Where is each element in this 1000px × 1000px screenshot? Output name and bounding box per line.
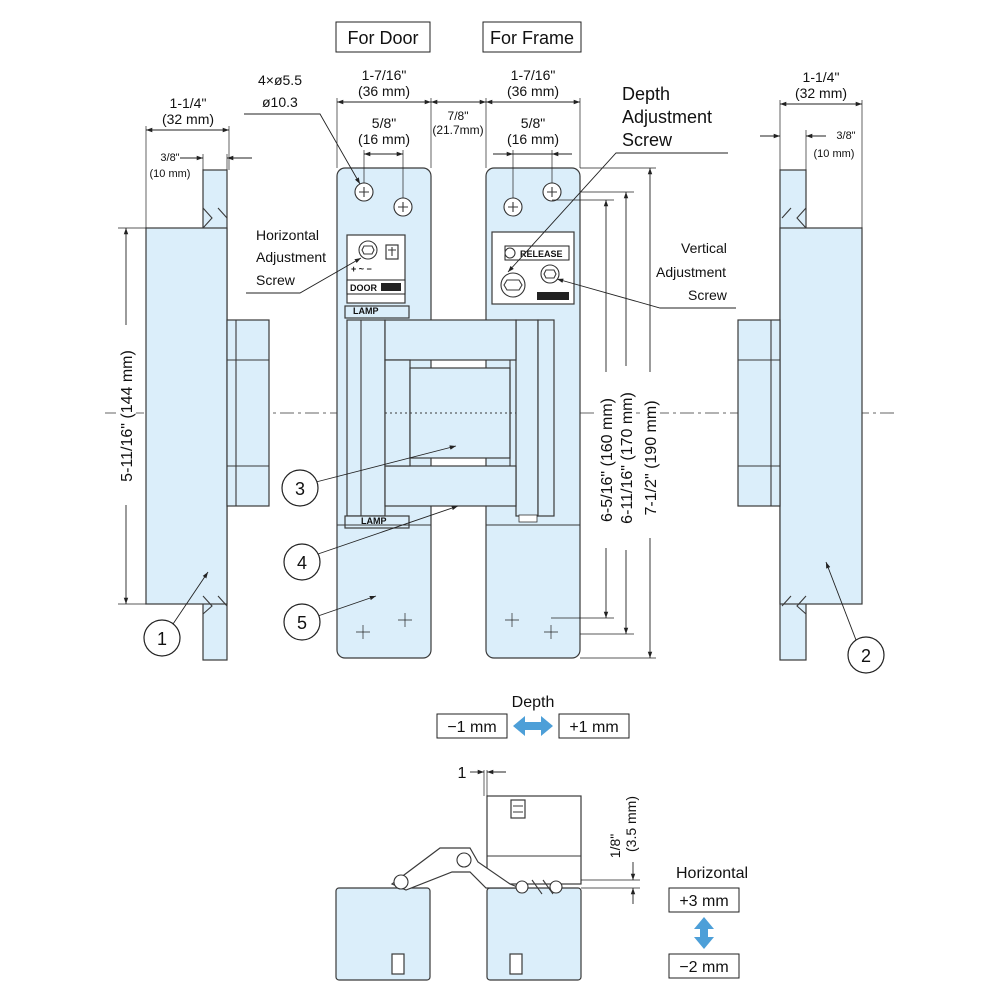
dim-frame-pitch-mm: (16 mm)	[507, 131, 559, 147]
dim-door-pitch-in: 5/8"	[372, 115, 396, 131]
svg-text:5: 5	[297, 613, 307, 633]
depth-adjust-minus: −1 mm	[447, 719, 496, 736]
label-depth-adjustment-screw: Depth Adjustment Screw	[507, 84, 728, 273]
dim-height-170: 6-11/16" (170 mm)	[580, 191, 636, 635]
horizontal-adjust-plus: +3 mm	[679, 893, 728, 910]
dim-gap-mm: (21.7mm)	[432, 123, 483, 137]
horizontal-adjust-title: Horizontal	[676, 865, 748, 882]
depth-adjust-title: Depth	[512, 694, 555, 711]
depth-screw-line-1: Depth	[622, 84, 670, 104]
callout-4: 4	[283, 505, 459, 581]
horizontal-adjust-minus: −2 mm	[679, 959, 728, 976]
dim-right-offset-mm: (10 mm)	[814, 148, 855, 160]
part-3-linkage-arm	[384, 319, 517, 507]
release-stamp: RELEASE	[520, 249, 563, 259]
dim-side-eighth-mm: (3.5 mm)	[623, 796, 639, 852]
horizontal-screw-line-2: Adjustment	[256, 249, 326, 265]
dim-left-height: 5-11/16" (144 mm)	[116, 227, 146, 605]
dim-left-width-in: 1-1/4"	[170, 95, 207, 111]
lamp-stamp-bottom: LAMP	[361, 516, 387, 526]
dim-frame-width-mm: (36 mm)	[507, 83, 559, 99]
dim-door-width-in: 1-7/16"	[362, 67, 407, 83]
svg-text:4: 4	[297, 553, 307, 573]
dim-side-1-label: 1	[458, 765, 467, 782]
dim-holes-cbore: ø10.3	[262, 94, 298, 110]
callout-2: 2	[825, 561, 885, 674]
label-horizontal-adjustment-screw: Horizontal Adjustment Screw	[246, 227, 362, 294]
header-for-door-label: For Door	[347, 28, 418, 48]
dim-frame-width: 1-7/16" (36 mm)	[486, 67, 581, 168]
dim-door-pitch-mm: (16 mm)	[358, 131, 410, 147]
svg-text:2: 2	[861, 646, 871, 666]
dim-right-offset-in: 3/8"	[836, 130, 855, 142]
header-for-frame-label: For Frame	[490, 28, 574, 48]
svg-text:3: 3	[295, 479, 305, 499]
dim-left-offset-mm: (10 mm)	[150, 168, 191, 180]
lamp-stamp-top: LAMP	[353, 306, 379, 316]
side-view	[335, 795, 582, 981]
svg-text:+ ~ −: + ~ −	[351, 264, 372, 274]
horizontal-double-arrow-icon	[694, 917, 714, 949]
dim-right-width-mm: (32 mm)	[795, 85, 847, 101]
dim-right-offset: 3/8" (10 mm)	[760, 130, 856, 170]
header-for-door: For Door	[335, 21, 431, 53]
dim-frame-pitch: 5/8" (16 mm)	[493, 115, 572, 198]
depth-screw-line-2: Adjustment	[622, 107, 712, 127]
dim-holes-count: 4×ø5.5	[258, 72, 302, 88]
dim-door-pitch: 5/8" (16 mm)	[358, 115, 410, 198]
dim-right-width: 1-1/4" (32 mm)	[779, 69, 863, 228]
door-mount-holes	[354, 182, 413, 217]
dim-left-width-mm: (32 mm)	[162, 111, 214, 127]
dim-gap: 7/8" (21.7mm)	[431, 98, 487, 168]
depth-adjust-indicator: Depth −1 mm +1 mm	[436, 694, 630, 739]
horizontal-screw-line-1: Horizontal	[256, 227, 319, 243]
label-vertical-adjustment-screw: Vertical Adjustment Screw	[556, 240, 736, 309]
part-5-mount-marks	[356, 613, 558, 639]
callout-1: 1	[143, 571, 209, 657]
depth-double-arrow-icon	[513, 716, 553, 736]
dim-gap-in: 7/8"	[448, 109, 469, 123]
vertical-screw-line-2: Adjustment	[656, 264, 726, 280]
depth-adjust-plus: +1 mm	[569, 719, 618, 736]
frame-mount-holes	[503, 182, 562, 217]
dim-left-width: 1-1/4" (32 mm)	[145, 95, 230, 228]
header-for-frame: For Frame	[482, 21, 582, 53]
dim-frame-pitch-in: 5/8"	[521, 115, 545, 131]
svg-text:1: 1	[157, 629, 167, 649]
part-2-frame-body	[737, 169, 863, 661]
dim-door-width-mm: (36 mm)	[358, 83, 410, 99]
dim-height-160: 6-5/16" (160 mm)	[551, 199, 616, 619]
dim-left-offset-in: 3/8"	[160, 152, 179, 164]
dim-height-190-label: 7-1/2" (190 mm)	[643, 400, 660, 515]
callout-5: 5	[283, 595, 377, 641]
horizontal-screw-line-3: Screw	[256, 272, 296, 288]
vertical-screw-line-3: Screw	[688, 287, 728, 303]
door-stamp: DOOR	[350, 283, 378, 293]
dim-left-offset: 3/8" (10 mm)	[150, 152, 252, 180]
dim-frame-width-in: 1-7/16"	[511, 67, 556, 83]
dim-side-eighth-in: 1/8"	[607, 834, 623, 858]
dim-height-160-label: 6-5/16" (160 mm)	[599, 398, 616, 522]
vertical-screw-line-1: Vertical	[681, 240, 727, 256]
dim-side-eighth: 1/8" (3.5 mm)	[581, 796, 640, 904]
part-1-door-body	[145, 169, 270, 661]
dim-side-1: 1	[458, 765, 506, 796]
callout-3: 3	[281, 445, 457, 507]
dim-height-170-label: 6-11/16" (170 mm)	[619, 392, 636, 524]
dim-right-width-in: 1-1/4"	[803, 69, 840, 85]
dim-door-width: 1-7/16" (36 mm)	[336, 67, 432, 168]
horizontal-adjustment-screw: + ~ − DOOR LAMP LAMP	[346, 240, 406, 526]
dim-left-height-label: 5-11/16" (144 mm)	[119, 350, 136, 482]
depth-screw-line-3: Screw	[622, 130, 673, 150]
dim-height-190: 7-1/2" (190 mm)	[580, 167, 660, 659]
horizontal-adjust-indicator: Horizontal +3 mm −2 mm	[668, 865, 748, 979]
dim-holes: 4×ø5.5 ø10.3	[244, 72, 361, 185]
depth-and-vertical-adjustment-screws: RELEASE	[500, 245, 570, 523]
